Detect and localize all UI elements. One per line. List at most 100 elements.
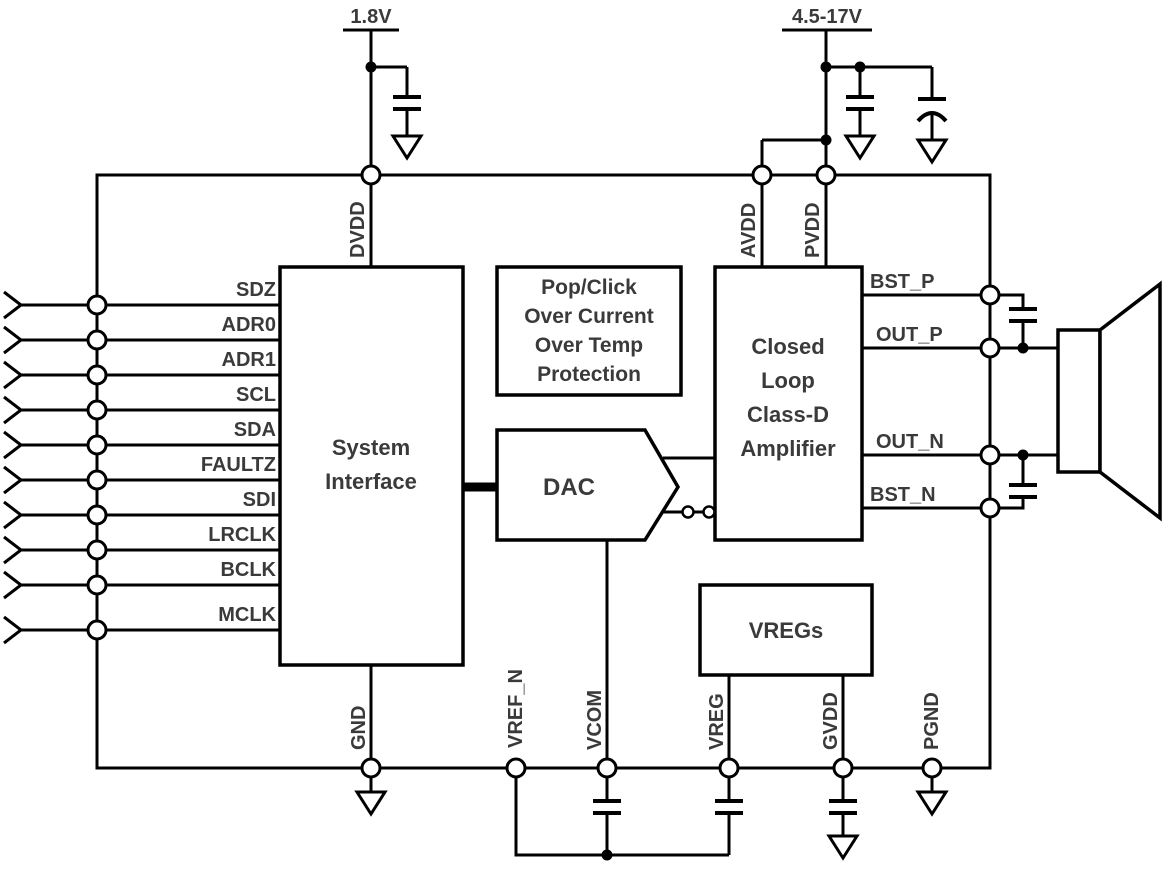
protection-note-text: Protection: [537, 363, 641, 386]
pin-sdz: [86, 294, 108, 316]
supply-label-pvdd: 4.5-17V: [792, 6, 863, 28]
ground-icon: [354, 790, 388, 817]
pin-label-scl: SCL: [236, 384, 276, 406]
pin-label-adr0: ADR0: [222, 314, 276, 336]
output-wires: [862, 293, 1058, 510]
input-chevron-icon: [3, 615, 24, 645]
pin-mclk: [86, 619, 108, 641]
junction-dot: [1017, 449, 1029, 461]
class-d-amplifier-block: [713, 265, 864, 542]
pin-label-lrclk: LRCLK: [208, 524, 276, 546]
pin-bclk: [86, 574, 108, 596]
polarized-capacitor-icon: [916, 111, 948, 123]
pin-label-bclk: BCLK: [220, 559, 276, 581]
pin-label-vreg: VREG: [706, 693, 728, 750]
pin-label-dvdd: DVDD: [347, 201, 369, 258]
pin-scl: [86, 399, 108, 421]
pin-label-faultz: FAULTZ: [201, 454, 276, 476]
junction-dot: [601, 849, 613, 861]
protection-note-box: [495, 265, 683, 397]
dac-label: DAC: [543, 474, 595, 501]
input-chevron-icon: [3, 395, 24, 425]
class-d-amplifier-label: Amplifier: [740, 436, 836, 461]
bst-p-wire: [862, 293, 1025, 309]
pin-faultz: [86, 469, 108, 491]
dvdd-power-rail: [343, 28, 424, 267]
vregs-label: VREGs: [749, 618, 824, 643]
system-interface-block: [278, 265, 465, 667]
input-chevron-icon: [3, 570, 24, 600]
pin-label-vcom: VCOM: [584, 690, 606, 750]
ground-icon: [390, 134, 424, 161]
class-d-amplifier-label: Class-D: [747, 402, 829, 427]
pin-adr0: [86, 329, 108, 351]
pin-label-gnd: GND: [348, 706, 370, 750]
pin-circles: [86, 164, 1001, 779]
dac-output-bubble-icon: [702, 505, 716, 519]
vref-n-wire: [514, 777, 729, 857]
pin-label-sda: SDA: [234, 419, 276, 441]
junction-dot: [820, 61, 832, 73]
pin-label-vref-n: VREF_N: [505, 669, 527, 748]
system-interface-label: System: [332, 435, 410, 460]
input-chevron-icon: [3, 465, 24, 495]
pin-out-n: [979, 444, 1001, 466]
pin-lrclk: [86, 539, 108, 561]
pin-label-bst-n: BST_N: [870, 484, 936, 506]
junction-dot: [365, 61, 377, 73]
pin-sdi: [86, 504, 108, 526]
bottom-external-circuitry: [354, 777, 949, 861]
input-chevron-icon: [3, 290, 24, 320]
protection-note-text: Pop/Click: [541, 276, 637, 299]
input-chevron-icon: [3, 535, 24, 565]
pin-label-gvdd: GVDD: [820, 692, 842, 750]
pin-gnd: [360, 757, 382, 779]
junction-dot: [1017, 342, 1029, 354]
left-signal-wires: [3, 290, 280, 645]
protection-note-text: Over Current: [524, 305, 654, 328]
class-d-amplifier-label: Closed: [751, 334, 824, 359]
bst-n-wire: [862, 497, 1025, 510]
pin-label-out-p: OUT_P: [876, 324, 943, 346]
pin-label-sdi: SDI: [243, 489, 276, 511]
junction-dot: [854, 61, 866, 73]
pin-vcom: [596, 757, 618, 779]
pin-label-out-n: OUT_N: [876, 431, 944, 453]
pin-bst-n: [979, 497, 1001, 519]
input-chevron-icon: [3, 430, 24, 460]
pin-avdd: [751, 164, 773, 186]
pin-vreg: [718, 757, 740, 779]
pin-pvdd: [815, 164, 837, 186]
pin-label-pgnd: PGND: [921, 692, 943, 750]
input-chevron-icon: [3, 360, 24, 390]
input-chevron-icon: [3, 500, 24, 530]
protection-note-text: Over Temp: [535, 334, 643, 357]
dac-block: [495, 428, 681, 542]
vregs-block: [698, 583, 874, 677]
system-interface-label: Interface: [325, 469, 417, 494]
junction-dot: [820, 134, 832, 146]
ground-icon: [843, 134, 877, 161]
ground-icon: [915, 138, 949, 165]
ground-icon: [826, 834, 860, 861]
pin-bst-p: [979, 284, 1001, 306]
pin-label-adr1: ADR1: [222, 349, 276, 371]
pin-dvdd: [360, 164, 382, 186]
pvdd-power-rail: [760, 28, 949, 267]
speaker-icon: [1056, 280, 1162, 522]
pin-label-sdz: SDZ: [236, 279, 276, 301]
pin-gvdd: [832, 757, 854, 779]
pin-out-p: [979, 337, 1001, 359]
supply-label-1v8: 1.8V: [350, 6, 392, 28]
pin-label-mclk: MCLK: [218, 604, 276, 626]
pin-pgnd: [921, 757, 943, 779]
ground-icon: [915, 790, 949, 817]
dac-output-bubble-icon: [681, 505, 695, 519]
pin-label-bst-p: BST_P: [870, 271, 934, 293]
pin-adr1: [86, 364, 108, 386]
pin-label-pvdd: PVDD: [802, 202, 824, 258]
class-d-amplifier-label: Loop: [761, 368, 815, 393]
pin-label-avdd: AVDD: [738, 203, 760, 258]
input-chevron-icon: [3, 325, 24, 355]
